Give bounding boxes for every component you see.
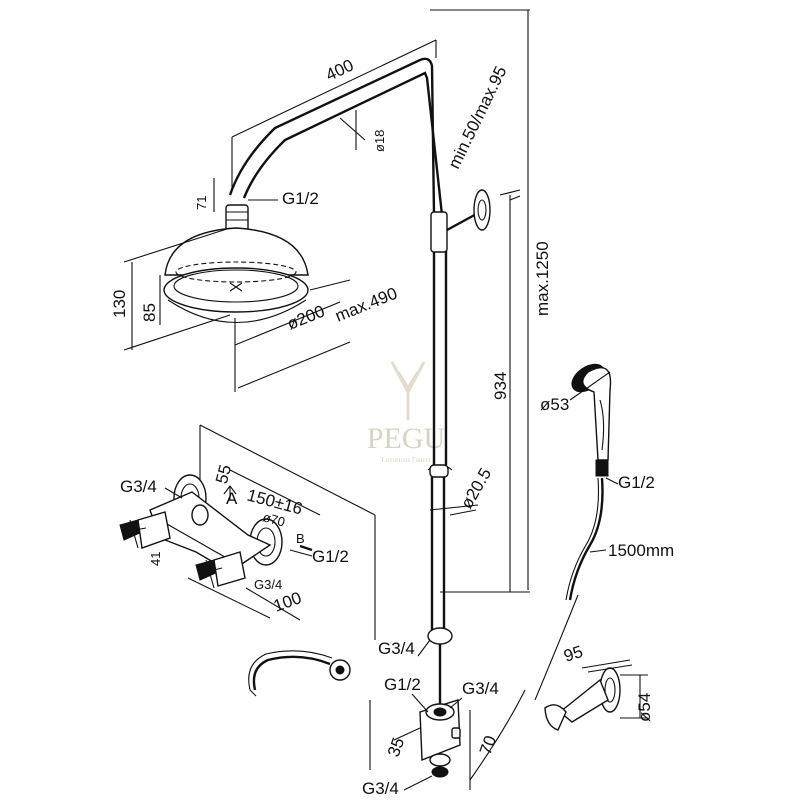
label-hand-thread: G1/2 bbox=[618, 473, 655, 492]
hand-shower: ø53 G1/2 1500mm bbox=[540, 363, 674, 601]
dim-riser-height: min.50/max.95 bbox=[445, 63, 511, 172]
label-valve-inlet: G3/4 bbox=[120, 477, 157, 496]
dim-head-thread: G1/2 bbox=[282, 189, 319, 208]
dim-head-neck: 71 bbox=[194, 196, 209, 210]
dim-valve-projection: 100 bbox=[271, 588, 304, 616]
dim-head-body: 85 bbox=[140, 303, 159, 322]
dim-arm-dia: ø18 bbox=[372, 130, 387, 152]
dim-holder-length: 95 bbox=[561, 642, 585, 666]
dim-head-height: 130 bbox=[110, 290, 129, 318]
dim-total-height: max.1250 bbox=[533, 241, 552, 316]
dim-hand-dia: ø53 bbox=[540, 395, 569, 414]
label-valve-b: B bbox=[296, 531, 305, 546]
diverter: G1/2 G3/4 35 70 G3/4 bbox=[362, 675, 500, 798]
dim-head-reach: max.490 bbox=[332, 284, 400, 326]
dim-valve-offset: 41 bbox=[148, 552, 163, 566]
shower-arm: 400 ø18 min.50/max.95 bbox=[228, 9, 530, 216]
valve-assembly: G3/4 55 A 150±16 ø70 B G1/2 41 G3/4 100 bbox=[119, 424, 376, 640]
label-valve-thread-small: G3/4 bbox=[254, 577, 282, 592]
hand-shower-holder: 95 ø54 bbox=[469, 594, 654, 781]
dim-valve-rosette: ø70 bbox=[261, 509, 287, 529]
label-diverter-g12: G1/2 bbox=[384, 675, 421, 694]
shower-head: G1/2 71 130 85 ø200 max.490 bbox=[110, 178, 400, 392]
watermark-logo-icon bbox=[390, 361, 426, 420]
dim-diverter-35: 35 bbox=[384, 735, 408, 759]
label-diverter-bottom: G3/4 bbox=[362, 779, 399, 798]
dim-valve-depth: 55 bbox=[212, 463, 235, 486]
label-rail-bottom-thread: G3/4 bbox=[378, 639, 415, 658]
label-valve-outlet: G1/2 bbox=[312, 547, 349, 566]
dim-head-dia: ø200 bbox=[284, 302, 327, 334]
dim-hose-length: 1500mm bbox=[608, 541, 674, 560]
watermark-tagline: Luxurious Faucet bbox=[381, 456, 430, 464]
watermark-brand: PEGU bbox=[367, 422, 446, 455]
hose-connector bbox=[248, 650, 371, 770]
slide-rail: max.1250 934 ø20.5 G3/4 bbox=[378, 10, 552, 710]
dim-holder-dia: ø54 bbox=[635, 693, 654, 722]
watermark: PEGU Luxurious Faucet bbox=[367, 361, 446, 464]
dim-rail-dia: ø20.5 bbox=[457, 465, 495, 512]
dim-rail-height: 934 bbox=[491, 372, 510, 400]
label-valve-a: A bbox=[226, 489, 238, 508]
label-diverter-g34: G3/4 bbox=[462, 679, 499, 698]
